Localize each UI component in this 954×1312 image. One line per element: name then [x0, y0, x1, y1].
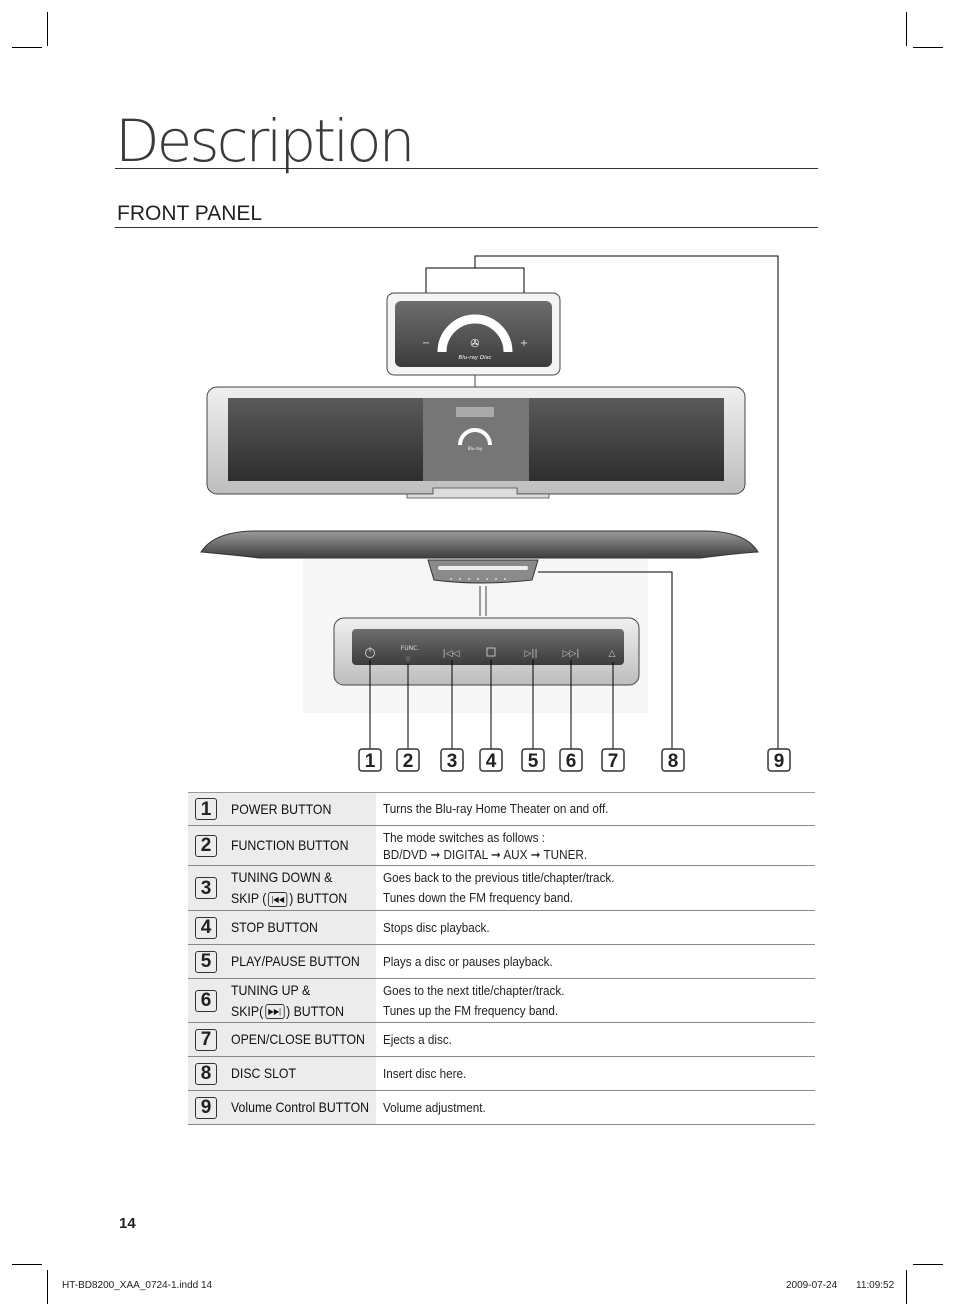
table-row: 9 Volume Control BUTTON Volume adjustment… [188, 1091, 815, 1125]
svg-text:8: 8 [668, 751, 679, 772]
row-description: The mode switches as follows : [383, 829, 545, 845]
svg-text:▷▷|: ▷▷| [563, 649, 580, 659]
front-panel-figure: − + ✇ Blu-ray Disc Blu-ray FUNC. [200, 255, 791, 772]
row-number: 7 [195, 1028, 217, 1051]
svg-text:4: 4 [486, 751, 497, 772]
crop-mark [47, 1270, 48, 1304]
footer-time: 11:09:52 [856, 1280, 895, 1291]
skip-forward-icon: ▶▶| [264, 1004, 285, 1020]
table-row: 3 TUNING DOWN &SKIP (|◀◀) BUTTON Goes ba… [188, 866, 815, 911]
callout-leader-lines [369, 571, 673, 750]
row-label: POWER BUTTON [231, 800, 332, 817]
volume-minus-label: − [422, 338, 430, 349]
svg-text:9: 9 [774, 751, 785, 772]
crop-mark [12, 1264, 42, 1265]
svg-text:5: 5 [528, 751, 539, 772]
row-number: 9 [195, 1096, 217, 1119]
volume-zoom-panel: − + ✇ Blu-ray Disc [386, 292, 561, 408]
section-rule [115, 227, 818, 228]
button-description-table: 1 POWER BUTTON Turns the Blu-ray Home The… [188, 792, 815, 1125]
row-description: Turns the Blu-ray Home Theater on and of… [383, 801, 609, 816]
crop-mark [12, 47, 42, 48]
crop-mark [913, 1264, 943, 1265]
callout-numbers: 1 2 3 4 5 6 7 8 9 [358, 748, 791, 772]
callout-1: 1 [358, 748, 382, 772]
table-row: 4 STOP BUTTON Stops disc playback. [188, 911, 815, 945]
control-panel-zoom: FUNC. ☆ |◁◁ ▷|| ▷▷| △ [333, 617, 640, 686]
svg-text:3: 3 [447, 751, 458, 772]
row-description: Tunes up the FM frequency band. [383, 1002, 559, 1018]
row-label: FUNCTION BUTTON [231, 837, 349, 853]
row-number: 5 [195, 950, 217, 973]
row-number: 8 [195, 1062, 217, 1085]
row-number: 1 [195, 798, 217, 820]
table-row: 5 PLAY/PAUSE BUTTON Plays a disc or pause… [188, 945, 815, 979]
svg-text:△: △ [609, 649, 616, 659]
table-row: 8 DISC SLOT Insert disc here. [188, 1057, 815, 1091]
blu-ray-logo-text: Blu-ray Disc [458, 355, 491, 361]
table-row: 7 OPEN/CLOSE BUTTON Ejects a disc. [188, 1023, 815, 1057]
row-number: 3 [195, 877, 217, 899]
row-description: Plays a disc or pauses playback. [383, 953, 553, 969]
row-description: Goes back to the previous title/chapter/… [383, 870, 615, 885]
page-number: 14 [119, 1215, 136, 1232]
callout-4: 4 [479, 748, 503, 772]
row-number: 2 [195, 834, 217, 857]
func-label: FUNC. [401, 645, 420, 652]
row-label: TUNING DOWN &SKIP (|◀◀) BUTTON [231, 869, 348, 907]
row-label: PLAY/PAUSE BUTTON [231, 953, 360, 969]
svg-text:☆: ☆ [405, 655, 411, 663]
callout-9: 9 [767, 748, 791, 772]
table-row: 2 FUNCTION BUTTON The mode switches as fo… [188, 826, 815, 866]
row-label: OPEN/CLOSE BUTTON [231, 1031, 365, 1047]
svg-text:▷||: ▷|| [525, 649, 538, 659]
skip-back-icon: |◀◀ [268, 891, 288, 907]
callout-8: 8 [661, 748, 685, 772]
callout-7: 7 [601, 748, 625, 772]
row-description: Ejects a disc. [383, 1031, 452, 1047]
title-rule [115, 168, 818, 169]
svg-text:Blu-ray: Blu-ray [468, 446, 483, 451]
crop-mark [906, 1270, 907, 1304]
svg-text:2: 2 [403, 751, 414, 772]
row-label: Volume Control BUTTON [231, 1099, 370, 1115]
table-row: 1 POWER BUTTON Turns the Blu-ray Home The… [188, 793, 815, 826]
row-description: Stops disc playback. [383, 919, 490, 935]
crop-mark [913, 47, 943, 48]
callout-3: 3 [440, 748, 464, 772]
page-title: Description [115, 107, 415, 175]
volume-plus-label: + [520, 338, 528, 349]
unit-front-view: Blu-ray [206, 386, 746, 499]
callout-5: 5 [521, 748, 545, 772]
row-label: TUNING UP &SKIP(▶▶|) BUTTON [231, 981, 345, 1020]
svg-text:|◁◁: |◁◁ [443, 649, 460, 659]
svg-text:6: 6 [566, 751, 577, 772]
crop-mark [47, 12, 48, 46]
callout-2: 2 [396, 748, 420, 772]
row-number: 4 [195, 916, 217, 939]
row-description: Tunes down the FM frequency band. [383, 890, 574, 905]
row-label: DISC SLOT [231, 1065, 297, 1081]
row-label: STOP BUTTON [231, 919, 318, 935]
callout-6: 6 [559, 748, 583, 772]
row-number: 6 [195, 989, 217, 1012]
section-heading: FRONT PANEL [117, 202, 263, 225]
row-description: Goes to the next title/chapter/track. [383, 982, 565, 998]
svg-text:1: 1 [365, 751, 376, 772]
row-description: BD/DVD ➞ DIGITAL ➞ AUX ➞ TUNER. [383, 846, 588, 862]
row-description: Insert disc here. [383, 1065, 467, 1081]
row-description: Volume adjustment. [383, 1099, 486, 1115]
footer-file: HT-BD8200_XAA_0724-1.indd 14 [62, 1280, 213, 1291]
blu-ray-logo-icon: ✇ [470, 337, 479, 350]
footer-date: 2009-07-24 [786, 1280, 838, 1291]
table-row: 6 TUNING UP &SKIP(▶▶|) BUTTON Goes to th… [188, 979, 815, 1023]
crop-mark [906, 12, 907, 46]
svg-text:7: 7 [608, 751, 619, 772]
